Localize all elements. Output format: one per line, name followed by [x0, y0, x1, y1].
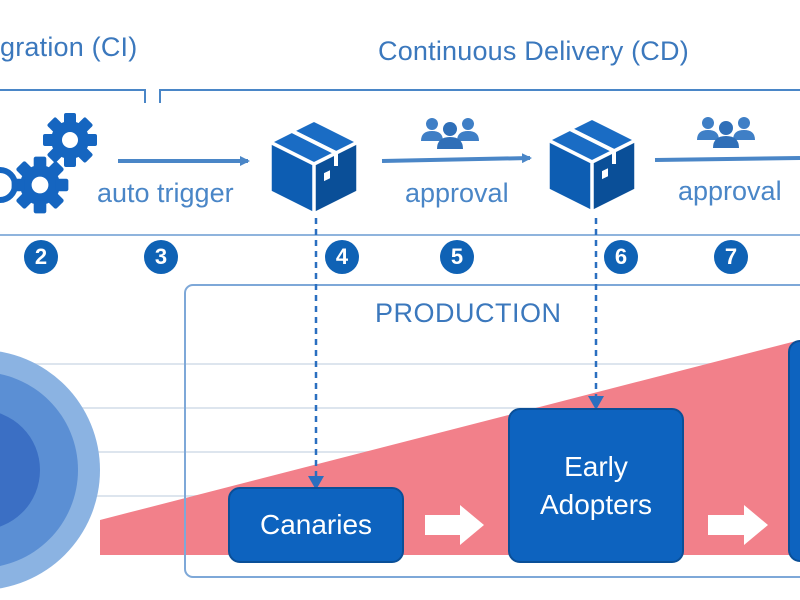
stage-canaries: Canaries [228, 487, 404, 563]
people-group-icon [421, 118, 479, 149]
arrow-right-icon [654, 156, 800, 162]
arrow-right-icon [381, 153, 532, 164]
stage-canaries-label: Canaries [259, 509, 373, 540]
cd-title: Continuous Delivery (CD) [378, 36, 689, 66]
people-group-icon [697, 117, 755, 148]
step-badge: 4 [325, 240, 359, 274]
stage-arrow-icon [425, 505, 484, 545]
ci-title: gration (CI) [0, 32, 138, 62]
production-outline [184, 284, 800, 578]
stage-early-adopters-label: Early Adopters [539, 450, 653, 520]
approval-label: approval [405, 178, 509, 208]
stage-next [788, 340, 800, 562]
approval-label: approval [678, 176, 782, 206]
auto-trigger-label: auto trigger [97, 178, 234, 208]
step-badge: 2 [24, 240, 58, 274]
gear-icon [43, 113, 97, 167]
ci-bracket [0, 89, 146, 103]
left-target-circles [0, 351, 100, 589]
gear-icon [11, 156, 69, 214]
stage-early-adopters: Early Adopters [508, 408, 684, 563]
stage-arrow-icon [708, 505, 768, 545]
step-badge: 3 [144, 240, 178, 274]
production-title: PRODUCTION [375, 298, 562, 328]
drop-arrowhead [588, 396, 604, 410]
step-badge: 6 [604, 240, 638, 274]
step-badge: 7 [714, 240, 748, 274]
cd-bracket [159, 89, 800, 103]
partial-icon [0, 167, 18, 203]
step-badge: 5 [440, 240, 474, 274]
package-box-icon [546, 116, 638, 214]
drop-arrowhead [308, 476, 324, 490]
package-box-icon [268, 118, 360, 216]
